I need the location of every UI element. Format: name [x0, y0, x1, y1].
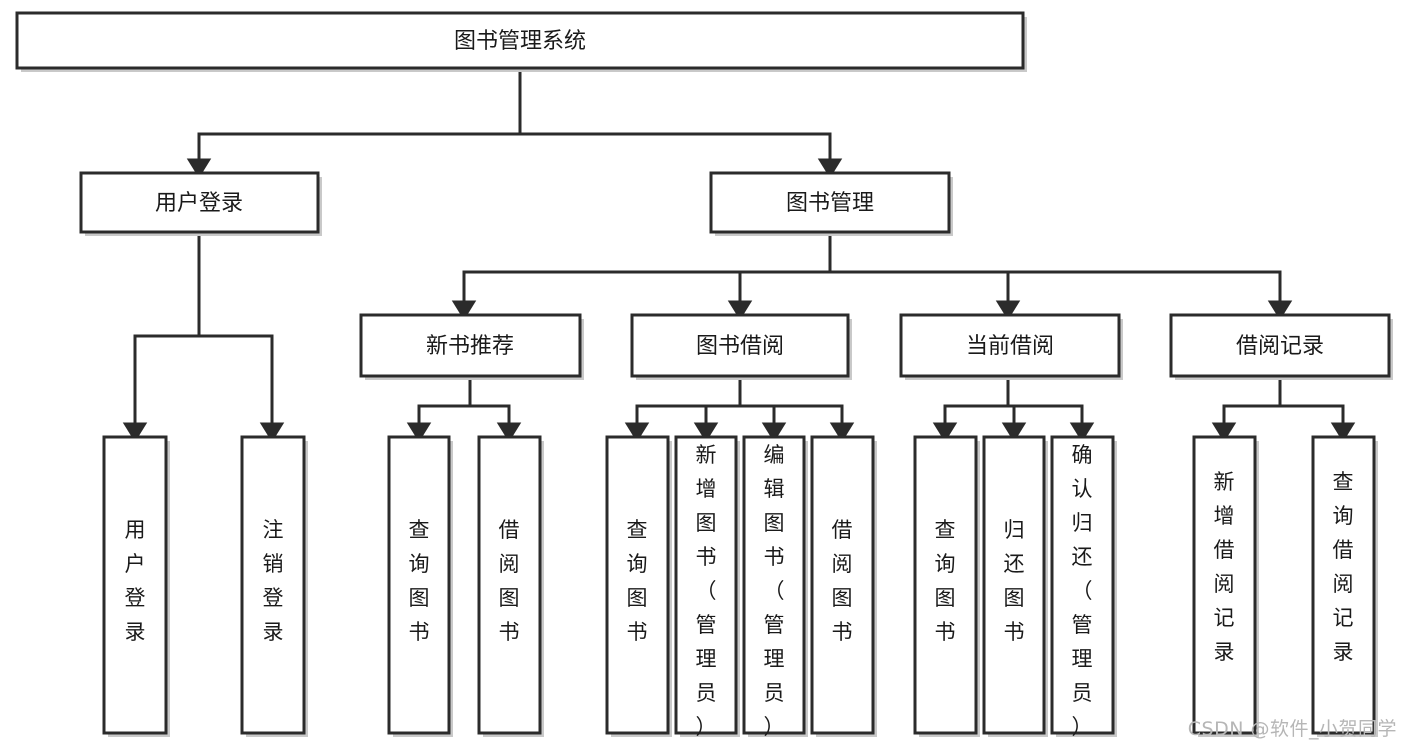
- leaf-borrow-book-1-rect: [477, 435, 542, 735]
- leaf-logout-label: 注销登录: [263, 518, 284, 644]
- leaf-edit-book-label: 编辑图书（管理员）: [764, 443, 785, 739]
- connector-layer: [122, 66, 1356, 443]
- leaf-edit-book[interactable]: 编辑图书（管理员）: [742, 435, 808, 739]
- leaf-query-book-1-rect: [387, 435, 451, 735]
- leaf-logout[interactable]: 注销登录: [240, 435, 308, 737]
- leaf-confirm-return-label: 确认归还（管理员）: [1072, 443, 1093, 739]
- leaf-user-login[interactable]: 用户登录: [102, 435, 170, 737]
- leaf-borrow-book-2[interactable]: 借阅图书: [810, 435, 877, 737]
- node-user-login[interactable]: 用户登录: [79, 171, 322, 236]
- node-book-manage-rect: [709, 171, 951, 234]
- leaf-query-book-2[interactable]: 查询图书: [605, 435, 672, 737]
- leaf-query-book-2-label: 查询图书: [627, 518, 648, 644]
- leaf-logout-rect: [240, 435, 306, 735]
- leaf-borrow-book-1-label: 借阅图书: [499, 518, 520, 644]
- leaf-user-login-label: 用户登录: [125, 518, 146, 644]
- node-root[interactable]: 图书管理系统: [15, 11, 1027, 72]
- leaf-query-record[interactable]: 查询借阅记录: [1311, 435, 1378, 737]
- node-user-login-rect: [79, 171, 320, 234]
- leaf-return-book[interactable]: 归还图书: [982, 435, 1048, 737]
- leaf-add-book-label: 新增图书（管理员）: [696, 443, 717, 739]
- leaf-confirm-return[interactable]: 确认归还（管理员）: [1050, 435, 1117, 739]
- node-current-borrow-rect: [899, 313, 1121, 378]
- leaf-query-record-rect: [1311, 435, 1376, 735]
- leaf-edit-book-rect: [742, 435, 806, 735]
- node-book-borrow-rect: [630, 313, 850, 378]
- leaf-query-book-3-rect: [913, 435, 978, 735]
- leaf-borrow-book-2-label: 借阅图书: [832, 518, 853, 644]
- leaf-add-record-label: 新增借阅记录: [1214, 470, 1235, 664]
- node-new-book-recommend-rect: [359, 313, 582, 378]
- leaf-borrow-book-1[interactable]: 借阅图书: [477, 435, 544, 737]
- node-book-borrow-label: 图书借阅: [696, 334, 784, 359]
- leaf-add-record-rect: [1192, 435, 1257, 735]
- node-book-borrow[interactable]: 图书借阅: [630, 313, 852, 380]
- node-root-label: 图书管理系统: [454, 29, 586, 54]
- node-current-borrow[interactable]: 当前借阅: [899, 313, 1123, 380]
- node-borrow-record[interactable]: 借阅记录: [1169, 313, 1393, 380]
- leaf-add-book[interactable]: 新增图书（管理员）: [674, 435, 740, 739]
- leaf-query-book-3-label: 查询图书: [935, 518, 956, 644]
- leaf-query-book-1-label: 查询图书: [409, 518, 430, 644]
- node-layer: 图书管理系统 用户登录 图书管理 新书推荐: [15, 11, 1393, 739]
- node-book-manage-label: 图书管理: [786, 191, 874, 216]
- leaf-query-book-3[interactable]: 查询图书: [913, 435, 980, 737]
- node-book-manage[interactable]: 图书管理: [709, 171, 953, 236]
- node-borrow-record-label: 借阅记录: [1236, 334, 1324, 359]
- node-new-book-recommend-label: 新书推荐: [426, 334, 514, 359]
- node-user-login-label: 用户登录: [155, 191, 243, 216]
- leaf-query-book-1[interactable]: 查询图书: [387, 435, 453, 737]
- leaf-return-book-label: 归还图书: [1004, 518, 1025, 644]
- leaf-user-login-rect: [102, 435, 168, 735]
- leaf-confirm-return-rect: [1050, 435, 1115, 735]
- node-root-rect: [15, 11, 1025, 70]
- leaf-return-book-rect: [982, 435, 1046, 735]
- leaf-borrow-book-2-rect: [810, 435, 875, 735]
- node-new-book-recommend[interactable]: 新书推荐: [359, 313, 584, 380]
- leaf-add-book-rect: [674, 435, 738, 735]
- node-current-borrow-label: 当前借阅: [966, 334, 1054, 359]
- leaf-add-record[interactable]: 新增借阅记录: [1192, 435, 1259, 737]
- node-borrow-record-rect: [1169, 313, 1391, 378]
- leaf-query-record-label: 查询借阅记录: [1333, 470, 1354, 664]
- leaf-query-book-2-rect: [605, 435, 670, 735]
